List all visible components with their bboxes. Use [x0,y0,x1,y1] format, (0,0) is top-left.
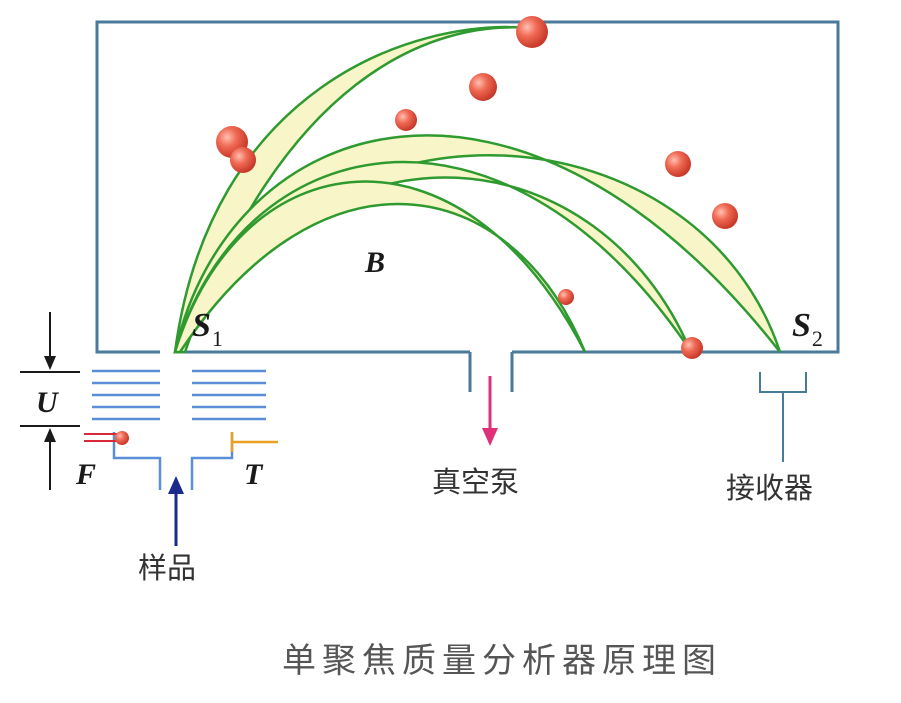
sample-label: 样品 [138,551,196,585]
voltage-label: U [36,386,59,419]
ion-particle [712,203,738,229]
filament [84,431,129,445]
ion-particle [230,147,256,173]
sample-arrow [168,476,184,546]
analyzer-chamber [95,20,840,392]
ion-particle [395,109,417,131]
vacuum-pump-label: 真空泵 [432,465,519,499]
slit-s2-label: S2 [792,307,823,351]
ion-beams [173,25,782,354]
acceleration-plates [92,369,266,421]
ion-particle [469,73,497,101]
ion-particles [216,16,738,359]
ionization-chamber [112,432,234,490]
ion-particle [681,337,703,359]
ion-beam-inner [173,180,587,354]
diagram-caption: 单聚焦质量分析器原理图 [282,641,722,681]
receiver-bracket [759,372,807,462]
ion-particle [516,16,548,48]
receiver-label: 接收器 [726,471,813,505]
ion-particle [558,289,574,305]
slit-s1-label: S1 [192,307,223,351]
trap-label: T [244,458,264,491]
vacuum-pump-arrow [482,376,498,446]
magnetic-field-label: B [364,246,385,279]
voltage-indicator [20,312,80,490]
filament-label: F [75,458,96,491]
ion-particle [665,151,691,177]
trap-electrode [230,432,278,452]
